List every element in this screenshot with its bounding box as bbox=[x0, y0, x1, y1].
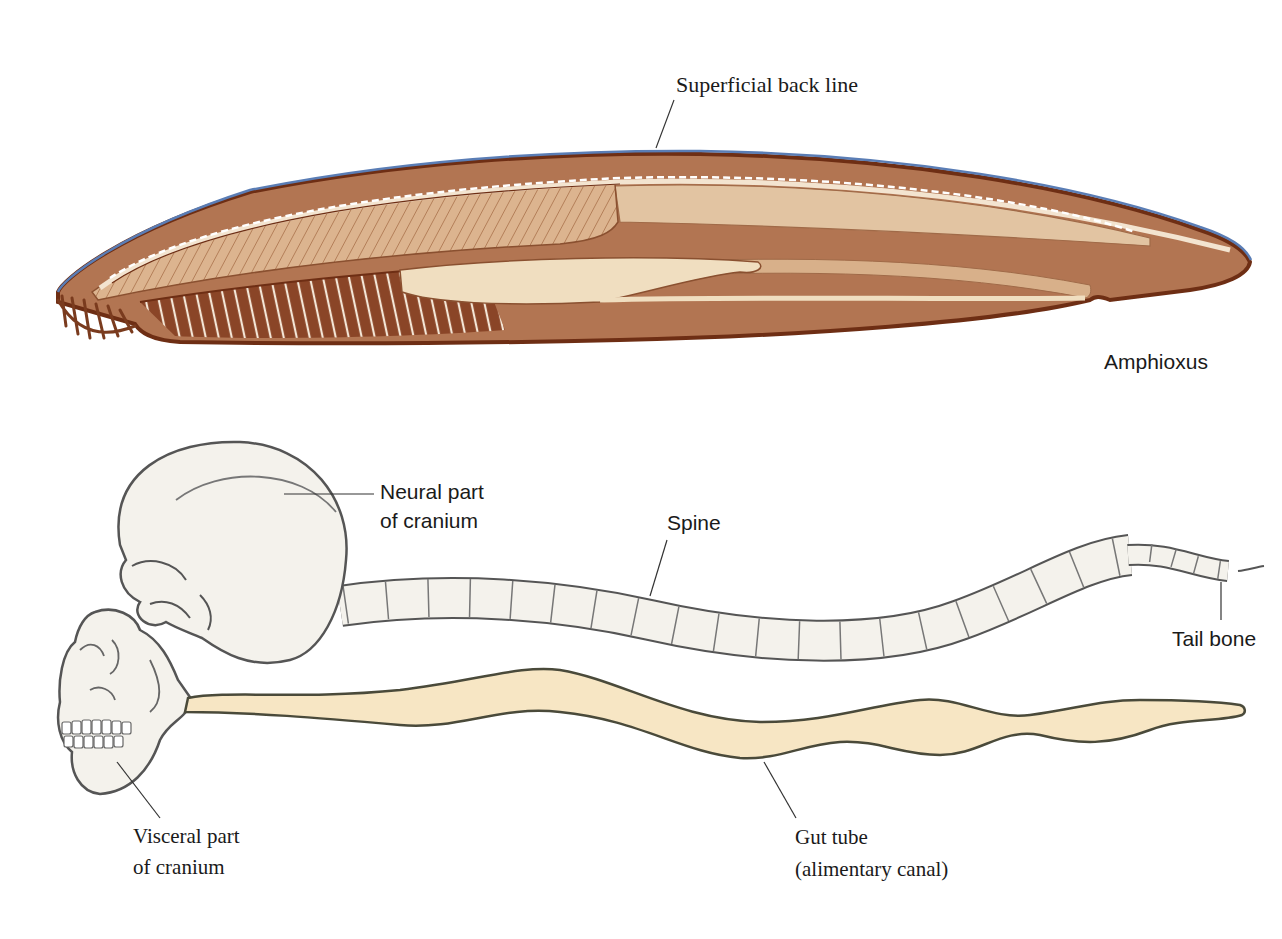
spine-fill bbox=[340, 555, 1130, 641]
part-label: Neural part of cranium bbox=[380, 477, 498, 535]
intestine bbox=[600, 298, 1085, 300]
tooth bbox=[92, 720, 101, 734]
tooth bbox=[104, 736, 113, 748]
tooth bbox=[72, 721, 81, 734]
tooth bbox=[64, 736, 73, 747]
part-label: Visceral part of cranium bbox=[133, 821, 255, 883]
tail-tip bbox=[1238, 566, 1264, 571]
leader-line bbox=[117, 762, 160, 818]
tooth bbox=[84, 736, 93, 748]
vertebra-lines bbox=[345, 555, 1130, 641]
part-label: Superficial back line bbox=[676, 72, 858, 98]
part-label: Gut tube (alimentary canal) bbox=[795, 821, 961, 885]
face-detail bbox=[80, 640, 159, 712]
gut-tube bbox=[185, 669, 1245, 758]
eye-socket bbox=[132, 561, 211, 630]
tooth bbox=[112, 721, 121, 734]
tooth bbox=[74, 736, 83, 748]
teeth bbox=[62, 720, 131, 748]
part-label: Tail bone bbox=[1172, 626, 1256, 651]
leader-line bbox=[1220, 582, 1221, 620]
leader-line bbox=[284, 493, 374, 494]
part-label: Amphioxus bbox=[1104, 349, 1208, 374]
leader-line bbox=[764, 762, 796, 818]
tooth bbox=[102, 720, 111, 734]
superficial-back-line bbox=[58, 151, 1251, 292]
tooth bbox=[62, 722, 71, 734]
tooth bbox=[94, 736, 103, 748]
part-label: Spine bbox=[667, 510, 721, 535]
leader-line bbox=[650, 540, 667, 596]
tail-bone-outline bbox=[1128, 555, 1228, 571]
leader-line bbox=[656, 100, 674, 148]
visceral-cranium bbox=[58, 610, 192, 794]
tooth bbox=[122, 722, 131, 734]
tail-bone-lines bbox=[1150, 553, 1228, 571]
tail-bone-fill bbox=[1128, 555, 1228, 571]
spine-outline bbox=[340, 555, 1130, 641]
oral-cirri bbox=[58, 296, 135, 338]
tooth bbox=[82, 720, 91, 734]
tooth bbox=[114, 736, 123, 747]
neural-cranium bbox=[119, 442, 347, 663]
